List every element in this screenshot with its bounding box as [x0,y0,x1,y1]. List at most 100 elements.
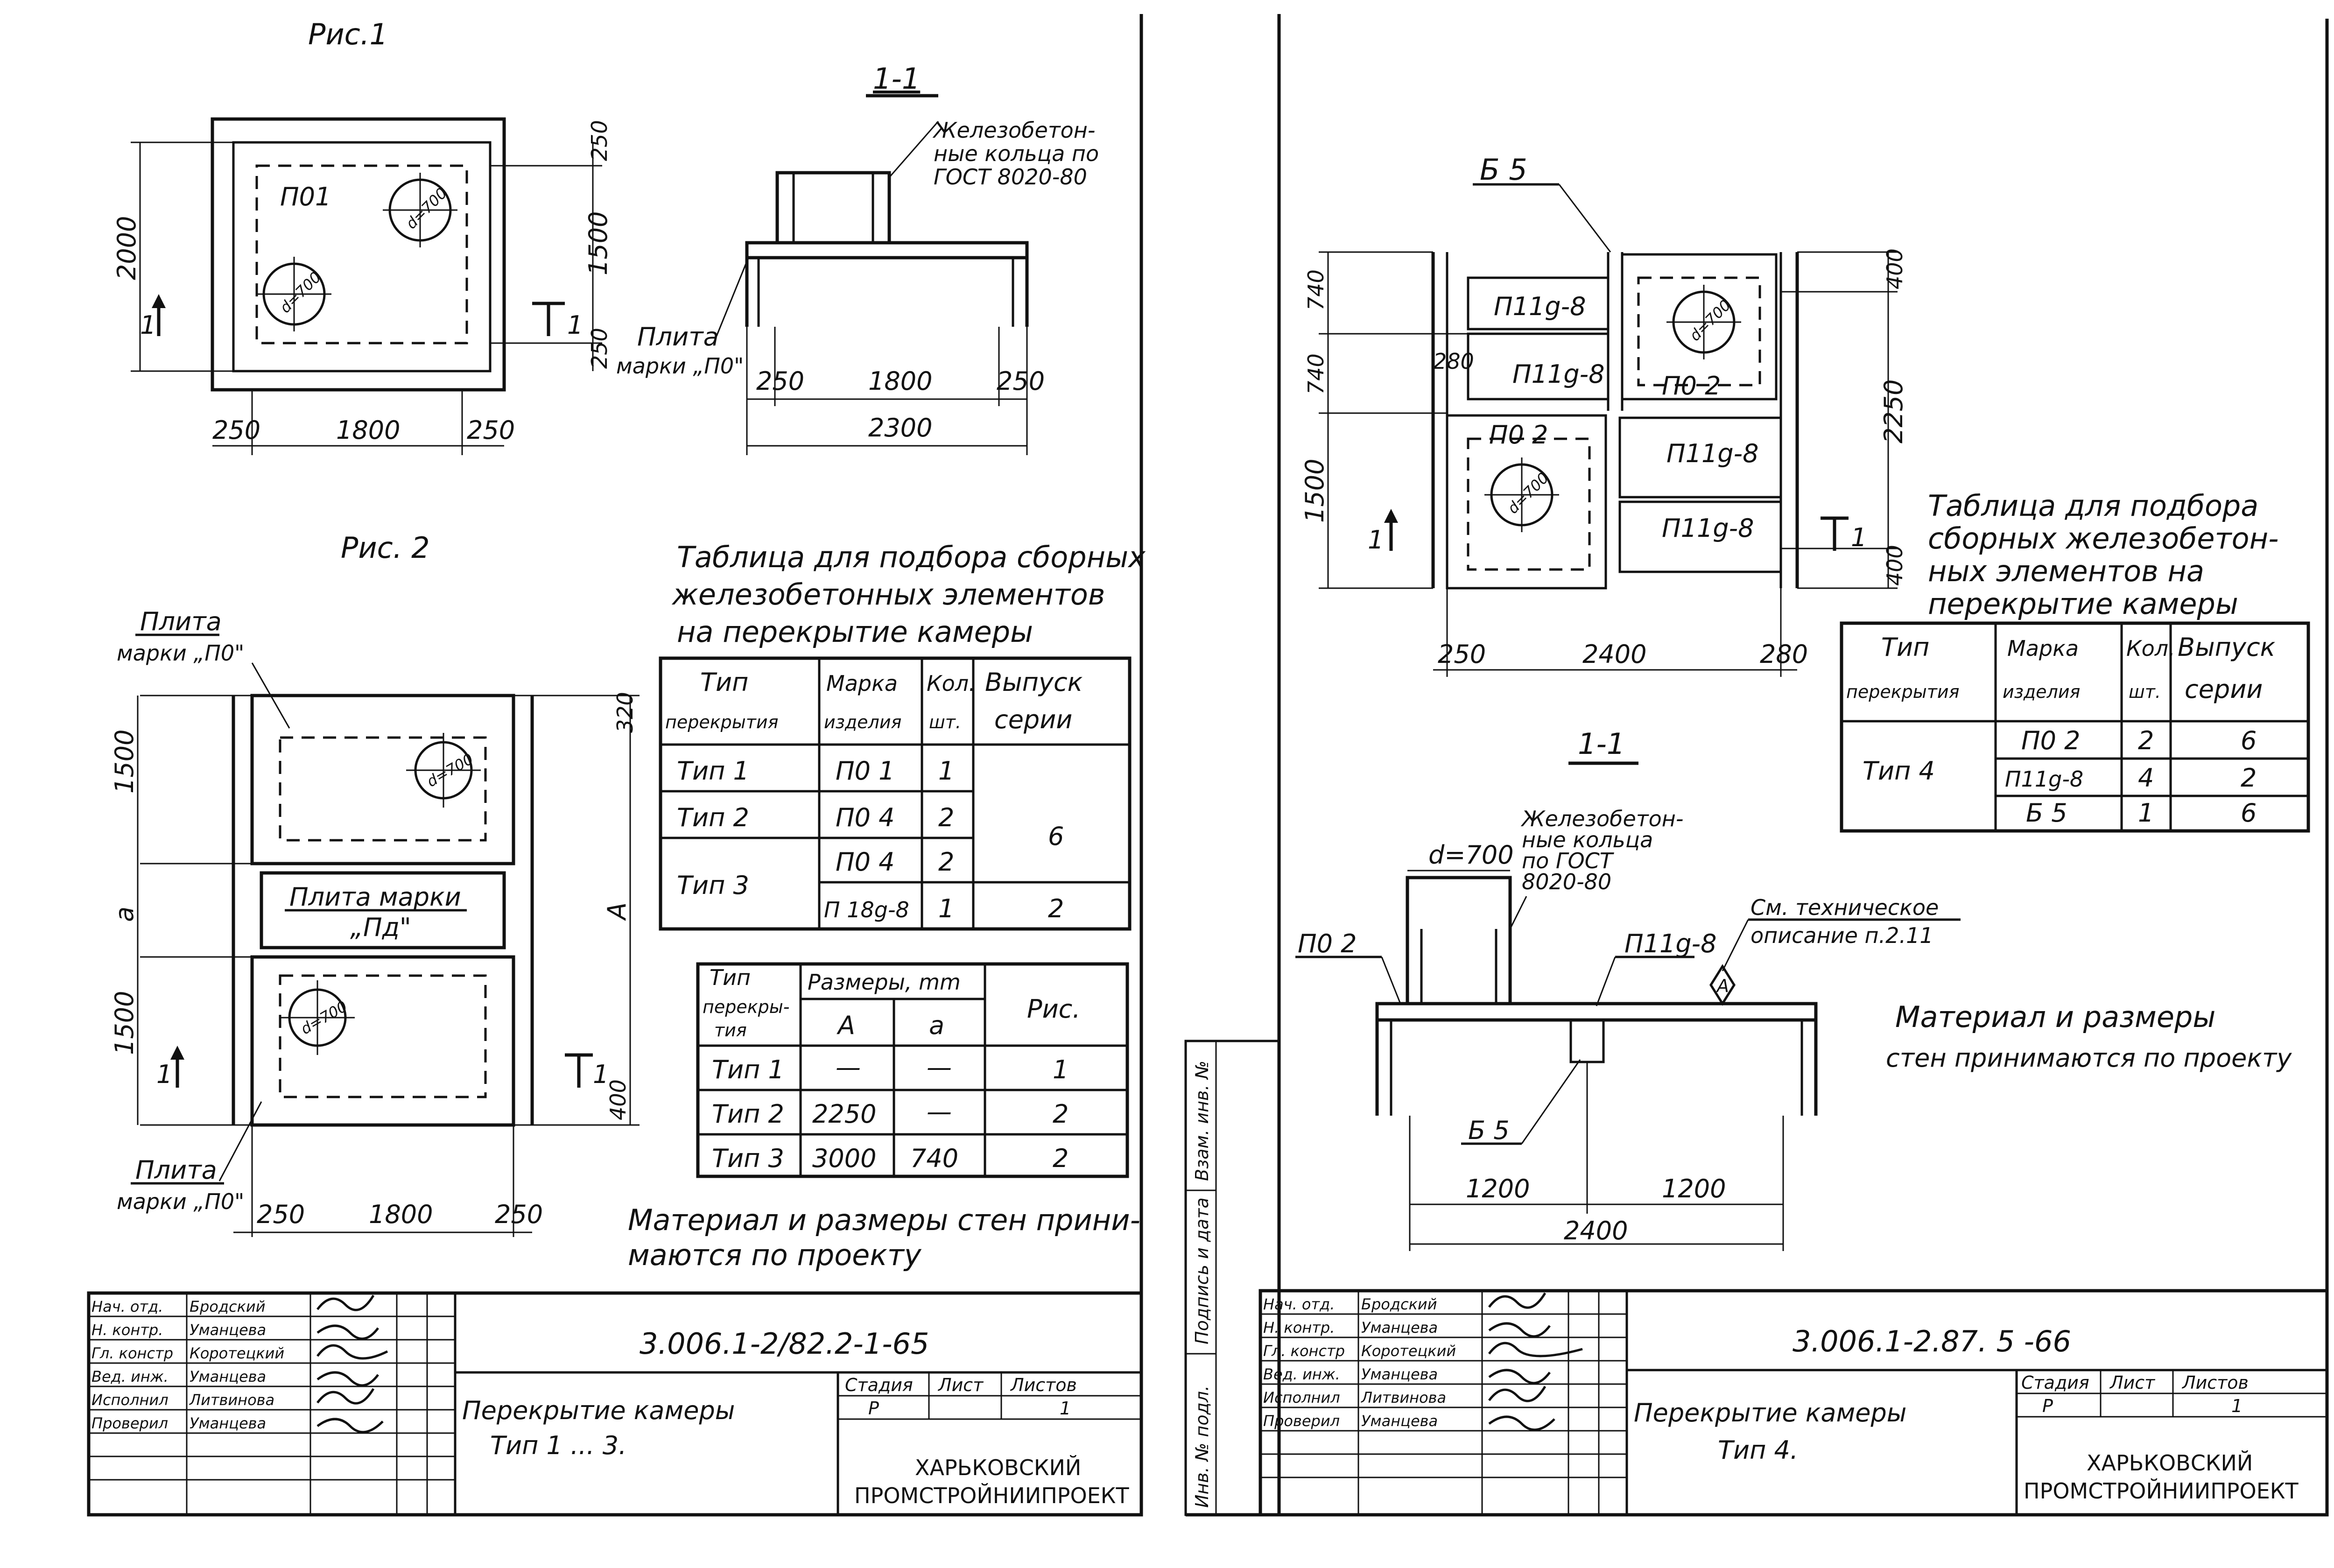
fig2-dim-A: A [602,902,632,921]
right-plan-hole-2-label: d=700 [1504,469,1552,517]
right-plan-p11-2: П11g-8 [1512,359,1604,389]
side-strip [1184,1040,1280,1516]
left-section-dim-right: 250 [997,366,1045,396]
right-table-h1b: перекрытия [1846,682,1960,702]
right-stamp-role-4: Вед. инж. [1263,1365,1340,1383]
right-section-1-1: 1-1 d=700 Железобетон- ные кольца по ГОС… [1295,727,1961,1251]
right-section-ring [1406,876,1512,1005]
left-table1-r3-mark: П0 4 [836,847,894,877]
right-table-h3b: шт. [2129,682,2161,702]
right-section-ring-note-4: 8020-80 [1522,869,1611,894]
right-plan-dim-r-mid: 2250 [1879,380,1908,443]
left-table1-r2-mark: П0 4 [836,803,894,832]
left-stamp-title-1: Перекрытие камеры [462,1396,735,1425]
right-stamp-name-1: Бродский [1361,1295,1437,1313]
fig1-dim-middle-w: 1800 [336,415,400,445]
fig2: Рис. 2 Плита марки „П0" Плита марки „Пд"… [110,531,640,1237]
right-plan-dim-h3: 1500 [1300,459,1329,523]
fig1-dim-bottom: 250 [587,328,612,369]
right-section-slab [1375,1002,1818,1022]
right-plan-dim-h1: 740 [1303,269,1329,310]
right-stamp-org-2: ПРОМСТРОЙНИИПРОЕКТ [2024,1478,2299,1504]
left-stamp-org-2: ПРОМСТРОЙНИИПРОЕКТ [854,1483,1129,1508]
right-section-title: 1-1 [1578,727,1625,761]
right-section-ring-leader [1509,896,1527,929]
left-sheet: Рис.1 П01 d=700 d=700 1 1 2000 250 1500 … [87,14,1146,1517]
left-section-ring-leader [888,121,939,178]
right-stamp-signatures [1488,1292,1583,1431]
left-section-slab [745,241,1029,260]
fig2-plate-bot-dash [279,974,487,1098]
left-table1-title-1: Таблица для подбора сборных [677,540,1146,574]
right-stamp-name-5: Литвинова [1361,1389,1446,1406]
right-plan-p11-1-box [1467,276,1610,330]
left-section-dim-middle: 1800 [868,366,932,396]
right-plan-dim-h2: 740 [1303,353,1329,394]
left-stamp-role-2: Н. контр. [91,1321,163,1339]
right-section-beam [1569,1019,1605,1063]
fig2-plate-bot-1: Плита [135,1155,217,1185]
right-plan-po2-b-box [1446,414,1607,590]
left-table2-r3-a: 740 [910,1144,958,1173]
fig1-section-left-head [152,294,166,308]
left-stamp-frame [87,1291,1143,1517]
left-section-dim-total: 2300 [868,413,932,443]
right-stamp-name-4: Уманцева [1361,1365,1438,1383]
fig1-plate-label: П01 [280,182,331,211]
fig2-plate-bot-2: марки „П0" [117,1189,244,1214]
right-plan: Б 5 П11g-8 П11g-8 П11g-8 П11g-8 П0 2 П0 … [1300,153,1908,677]
right-plan-section-left-head [1384,509,1398,523]
left-stamp-org-1: ХАРЬКОВСКИЙ [915,1455,1081,1480]
left-stamp-name-3: Коротецкий [190,1344,284,1362]
right-table-r3-mark: Б 5 [2026,798,2067,828]
left-stamp-name-1: Бродский [190,1298,265,1315]
left-table2-r2-type: Тип 2 [712,1099,784,1129]
left-table1-h3b: шт. [929,712,961,732]
left-stamp-sheet-hdr: Лист [937,1375,984,1395]
fig2-section-left-label: 1 [156,1060,172,1089]
fig2-plate-mid [260,871,506,949]
right-section-dim-right: 1200 [1662,1174,1726,1203]
right-stamp-frame [1258,1289,2329,1517]
right-table-h3a: Кол. [2126,636,2175,661]
left-table2-r2-a: — [927,1097,952,1126]
left-table2-h1c: тия [714,1020,747,1041]
left-stamp-stage: Р [868,1398,879,1419]
left-table1-series-a: 6 [1048,822,1064,851]
right-section-po2-leader [1381,956,1401,1004]
right-plan-dim-r-top: 400 [1882,248,1907,289]
fig2-plate-top-dash [279,736,487,842]
left-stamp-sheets-hdr: Листов [1010,1375,1077,1395]
fig1-dim-top: 250 [587,120,612,161]
right-plan-p11-1: П11g-8 [1494,292,1586,321]
fig2-mid-plate-2: „Пд" [350,913,411,942]
left-table2-h2: Размеры, mm [808,970,961,995]
fig1-dim-inner-h: 1500 [584,211,613,275]
right-section-d: d=700 [1428,840,1514,870]
right-section-p11: П11g-8 [1624,929,1716,958]
right-section-po2: П0 2 [1298,929,1357,958]
right-section-b5-leader [1521,1059,1581,1144]
right-table-h4b: серии [2185,675,2263,704]
right-stamp-name-2: Уманцева [1361,1319,1438,1336]
left-note-2: маются по проекту [628,1238,922,1272]
right-stamp-org-1: ХАРЬКОВСКИЙ [2087,1450,2253,1476]
left-table2-r1-type: Тип 1 [712,1055,784,1084]
right-plan-po2-a: П0 2 [1662,371,1721,401]
fig1-section-left-label: 1 [140,310,156,340]
right-table-h4a: Выпуск [2178,633,2276,662]
left-section-plate-leader [716,261,748,337]
fig1-hole-2-label: d=700 [276,268,324,316]
fig2-dim-bot-h: 1500 [110,991,139,1055]
left-table1-h2a: Марка [826,671,898,696]
right-table-r2-qty: 4 [2138,763,2154,793]
right-table-type: Тип 4 [1863,756,1935,786]
right-table-r3-qty: 1 [2138,798,2154,828]
fig2-dim-a: a [110,907,139,922]
right-table-title-4: перекрытие камеры [1928,587,2238,621]
left-table1-r1-qty: 1 [938,756,954,786]
left-table2-r1-fig: 1 [1053,1055,1069,1084]
right-table-r3-series: 6 [2241,798,2257,828]
right-section-ring-note-2: ные кольца [1522,827,1653,852]
left-table2-h1b: перекры- [703,997,790,1017]
